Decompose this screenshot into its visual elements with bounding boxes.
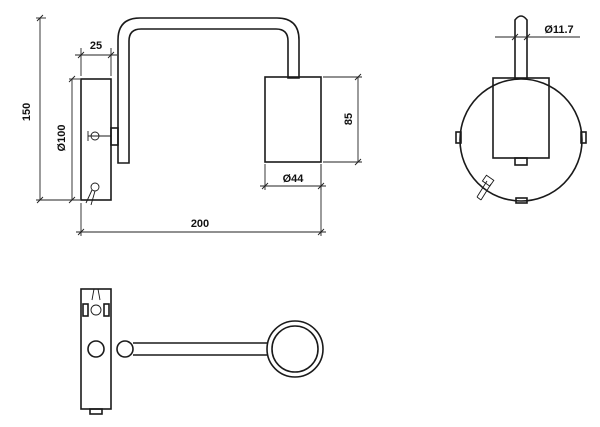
side-switch (90, 182, 100, 192)
side-arm (117, 17, 300, 164)
label-backplate-diameter: Ø100 (56, 125, 68, 152)
label-depth-25: 25 (90, 40, 102, 52)
dim-arm-diameter: Ø11.7 (495, 24, 580, 41)
dim-shade-height-85: 85 (323, 73, 362, 166)
top-shade-inner (271, 325, 319, 373)
dim-depth-25: 25 (75, 40, 117, 76)
dim-projection-200: 200 (76, 164, 326, 236)
label-shade-height-85: 85 (343, 113, 355, 125)
dim-height-150: 150 (21, 14, 80, 204)
top-shade-outer (266, 320, 324, 378)
front-view (455, 15, 587, 204)
side-view (80, 17, 322, 206)
top-view (80, 288, 324, 415)
side-shade (264, 76, 322, 163)
label-arm-diameter: Ø11.7 (544, 24, 573, 36)
label-projection-200: 200 (191, 218, 209, 230)
dim-backplate-diameter: Ø100 (56, 75, 80, 204)
label-height-150: 150 (21, 103, 33, 121)
front-shade (492, 77, 550, 159)
top-backplate (80, 288, 112, 410)
label-shade-diameter-44: Ø44 (283, 173, 305, 185)
top-switch (91, 288, 101, 301)
dim-shade-diameter-44: Ø44 (260, 164, 326, 190)
front-switch (476, 180, 492, 201)
front-arm (514, 15, 528, 80)
front-backplate (459, 78, 583, 202)
